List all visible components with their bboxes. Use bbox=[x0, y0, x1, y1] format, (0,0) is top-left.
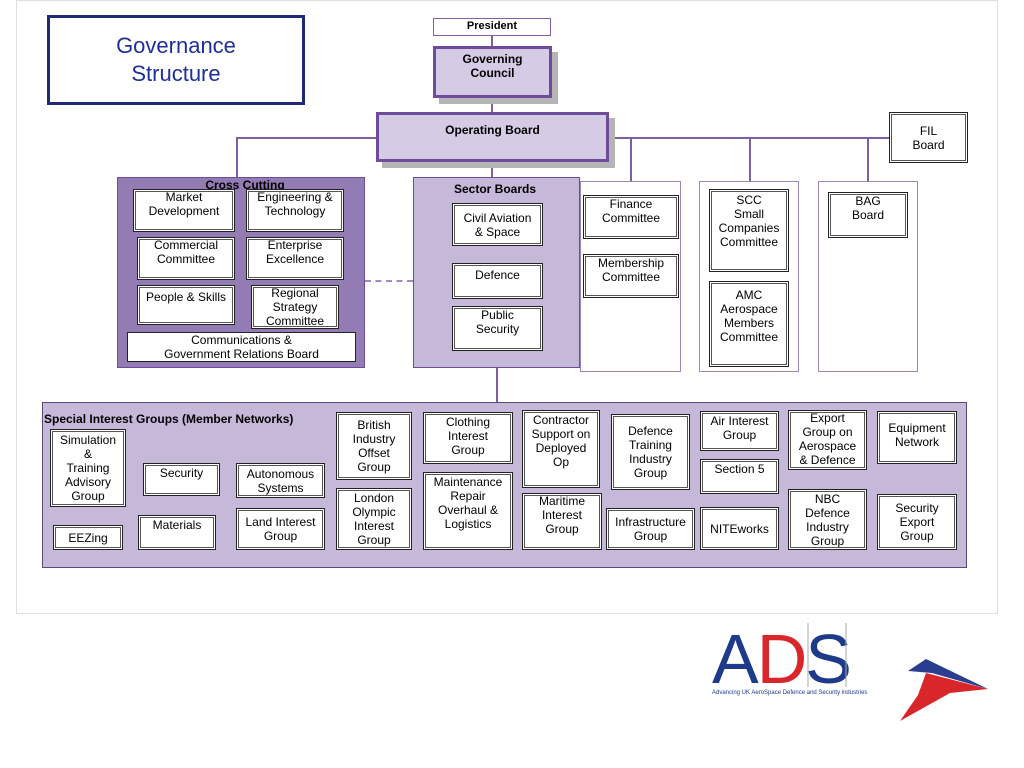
sig-maintenance-repair: Maintenance Repair Overhaul & Logistics bbox=[423, 472, 513, 550]
engineering-technology-box: Engineering & Technology bbox=[246, 189, 344, 232]
sig-section-5: Section 5 bbox=[700, 459, 779, 494]
scc-committee-box: SCC Small Companies Committee bbox=[709, 189, 789, 272]
sig-land-interest: Land Interest Group bbox=[236, 508, 325, 550]
sig-defence-training: Defence Training Industry Group bbox=[611, 414, 690, 490]
cross-cutting-heading: Cross Cutting bbox=[205, 178, 285, 192]
sig-british-industry-offset: British Industry Offset Group bbox=[336, 412, 412, 480]
ads-logo-graphic: ADS bbox=[712, 620, 988, 721]
sig-export-group: Export Group on Aerospace & Defence bbox=[788, 410, 867, 470]
bag-board-box: BAG Board bbox=[828, 192, 908, 238]
regional-strategy-box: Regional Strategy Committee bbox=[251, 285, 339, 329]
sig-nbc-defence: NBC Defence Industry Group bbox=[788, 489, 867, 550]
connector-finance bbox=[630, 137, 632, 181]
sig-infrastructure: Infrastructure Group bbox=[606, 508, 695, 550]
sig-maritime-interest: Maritime Interest Group bbox=[522, 493, 602, 550]
connector-sector-boards bbox=[491, 160, 493, 178]
ads-logo-letters: ADS bbox=[712, 620, 850, 698]
sig-clothing-interest: Clothing Interest Group bbox=[423, 412, 513, 464]
public-security-box: Public Security bbox=[452, 306, 543, 351]
market-development-box: Market Development bbox=[133, 189, 235, 232]
ads-swoosh-lower bbox=[900, 673, 988, 721]
governing-council-box: Governing Council bbox=[433, 46, 552, 98]
people-skills-box: People & Skills bbox=[137, 285, 235, 325]
ads-logo-tagline: Advancing UK AeroSpace Defence and Secur… bbox=[712, 690, 868, 696]
membership-committee-box: Membership Committee bbox=[583, 254, 679, 298]
sig-london-olympic: London Olympic Interest Group bbox=[336, 488, 412, 550]
page-title-text: Governance Structure bbox=[116, 33, 236, 86]
communications-board-box: Communications & Government Relations Bo… bbox=[127, 332, 356, 362]
finance-committee-box: Finance Committee bbox=[583, 195, 679, 239]
connector-scc bbox=[749, 137, 751, 181]
sig-equipment-network: Equipment Network bbox=[877, 411, 957, 464]
sig-simulation-training: Simulation & Training Advisory Group bbox=[50, 429, 126, 507]
operating-board-box: Operating Board bbox=[376, 112, 609, 162]
connector-sig bbox=[496, 368, 498, 403]
ads-swoosh-upper bbox=[908, 621, 988, 689]
sig-contractor-support: Contractor Support on Deployed Op bbox=[522, 410, 600, 488]
sig-niteworks: NITEworks bbox=[700, 507, 779, 550]
connector-fil bbox=[867, 137, 889, 139]
commercial-committee-box: Commercial Committee bbox=[137, 237, 235, 280]
sig-heading: Special Interest Groups (Member Networks… bbox=[44, 412, 294, 426]
ads-logo: ADS Advancing UK AeroSpace Defence and S… bbox=[712, 615, 1012, 730]
fil-board-box: FIL Board bbox=[889, 112, 968, 163]
sig-security-export: Security Export Group bbox=[877, 494, 957, 550]
connector-cross-cutting bbox=[236, 137, 238, 177]
civil-aviation-space-box: Civil Aviation & Space bbox=[452, 203, 543, 246]
president-box: President bbox=[433, 18, 551, 36]
connector-council-operating bbox=[491, 97, 493, 112]
connector-president-council bbox=[491, 35, 493, 47]
enterprise-excellence-box: Enterprise Excellence bbox=[246, 237, 344, 280]
page-title: Governance Structure bbox=[47, 15, 305, 105]
sig-eezing: EEZing bbox=[53, 525, 123, 550]
amc-committee-box: AMC Aerospace Members Committee bbox=[709, 281, 789, 367]
sig-autonomous-systems: Autonomous Systems bbox=[236, 463, 325, 498]
connector-bag bbox=[867, 137, 869, 181]
sig-air-interest: Air Interest Group bbox=[700, 411, 779, 451]
sector-boards-heading: Sector Boards bbox=[453, 182, 537, 196]
sig-security: Security bbox=[143, 463, 220, 496]
sig-materials: Materials bbox=[138, 515, 216, 550]
defence-box: Defence bbox=[452, 263, 543, 299]
dashed-connector bbox=[365, 280, 413, 282]
